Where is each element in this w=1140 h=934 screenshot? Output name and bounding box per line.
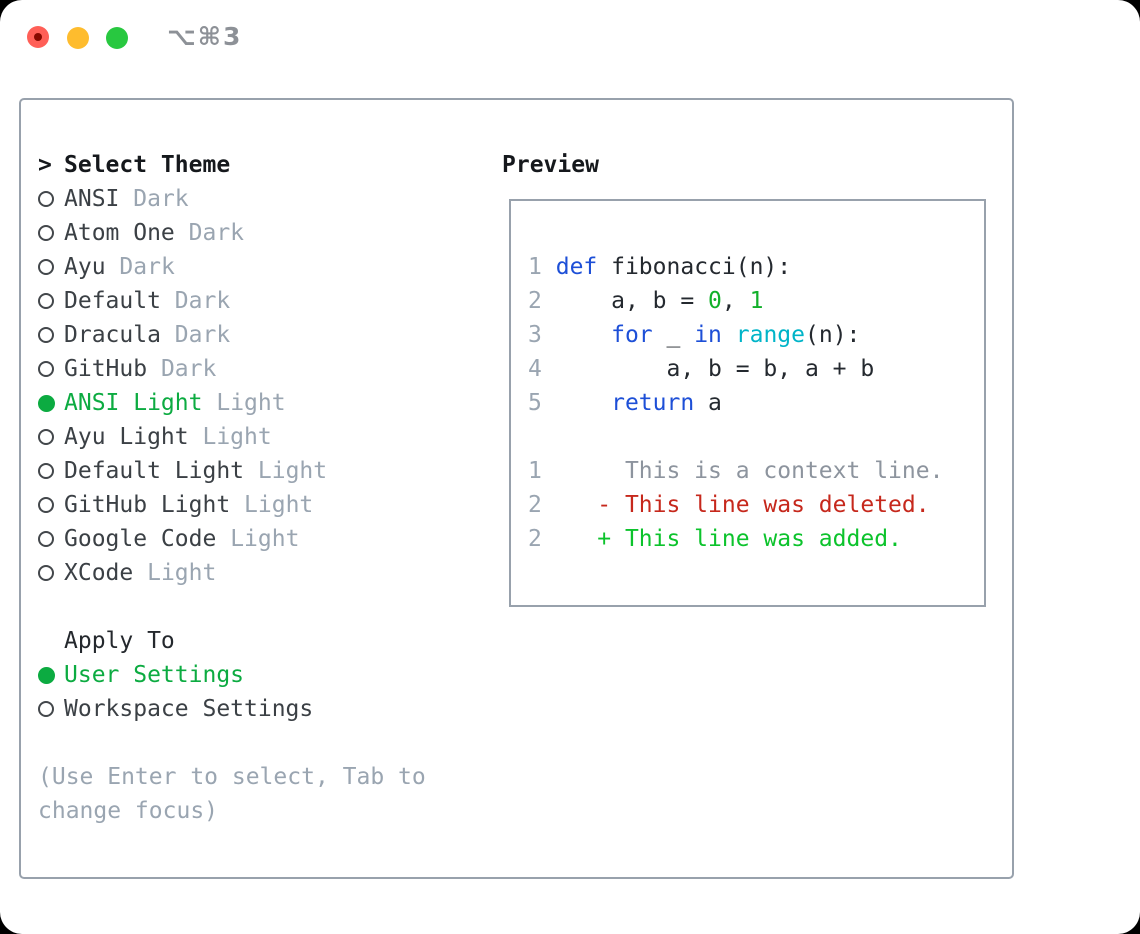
apply-to-title: Apply To (64, 628, 175, 654)
theme-option-google-code-light[interactable]: Google Code Light (38, 522, 478, 556)
window-shortcut-label: ⌥⌘3 (167, 22, 243, 51)
radio-unselected-icon (38, 259, 54, 275)
spacer (38, 590, 478, 624)
theme-name: GitHub Light (64, 492, 231, 518)
radio-unselected-icon (38, 497, 54, 513)
preview-box: 1 def fibonacci(n): 2 a, b = 0, 1 3 for … (509, 199, 986, 607)
radio-unselected-icon (38, 463, 54, 479)
theme-name: ANSI Light (64, 390, 203, 416)
radio-selected-icon (38, 666, 55, 684)
theme-option-github-light[interactable]: GitHub Light Light (38, 488, 478, 522)
radio-selected-icon (38, 394, 55, 412)
theme-variant (119, 186, 133, 212)
radio-unselected-icon (38, 701, 54, 717)
diff-added-line: 2 + This line was added. (528, 526, 902, 552)
preview-title: Preview (502, 152, 599, 178)
theme-option-default-dark[interactable]: Default Dark (38, 284, 478, 318)
theme-variant-label: Light (147, 560, 217, 586)
theme-name: ANSI (64, 186, 120, 212)
theme-variant-label: Light (216, 390, 286, 416)
code-line: 5 return a (528, 390, 722, 416)
diff-deleted-line: 2 - This line was deleted. (528, 492, 930, 518)
theme-variant-label: Light (230, 526, 300, 552)
diff-context-line: 1 This is a context line. (528, 458, 944, 484)
theme-option-dracula-dark[interactable]: Dracula Dark (38, 318, 478, 352)
settings-panel: > Select Theme ANSI Dark Atom One Dark A… (19, 98, 1014, 879)
theme-option-ansi-dark[interactable]: ANSI Dark (38, 182, 478, 216)
radio-unselected-icon (38, 191, 54, 207)
theme-option-github-dark[interactable]: GitHub Dark (38, 352, 478, 386)
code-blank-line (528, 420, 976, 454)
theme-variant-label: Dark (119, 254, 175, 280)
theme-variant-label: Dark (160, 356, 217, 382)
theme-variant-label: Light (257, 458, 328, 484)
code-line: 1 def fibonacci(n): (528, 254, 792, 280)
theme-option-atom-one-dark[interactable]: Atom One Dark (38, 216, 478, 250)
theme-variant-label: Dark (188, 220, 245, 246)
theme-name: Default Light (64, 458, 245, 484)
theme-option-ansi-light[interactable]: ANSI Light Light (38, 386, 478, 420)
theme-option-xcode-light[interactable]: XCode Light (38, 556, 478, 590)
zoom-button[interactable] (106, 27, 128, 49)
theme-option-ayu-light[interactable]: Ayu Light Light (38, 420, 478, 454)
radio-unselected-icon (38, 361, 54, 377)
theme-variant-label: Light (202, 424, 272, 450)
hint-text-line2: change focus) (38, 798, 219, 824)
theme-selector: > Select Theme ANSI Dark Atom One Dark A… (38, 148, 478, 828)
code-preview: 1 def fibonacci(n): 2 a, b = 0, 1 3 for … (528, 250, 976, 556)
apply-option-label: Workspace Settings (64, 696, 314, 722)
theme-list-title: Select Theme (64, 152, 231, 178)
radio-unselected-icon (38, 293, 54, 309)
theme-list-header: > Select Theme (38, 148, 478, 182)
theme-name: GitHub (64, 356, 148, 382)
radio-unselected-icon (38, 327, 54, 343)
theme-variant-label: Dark (174, 322, 231, 348)
theme-name: Default (64, 288, 161, 314)
radio-unselected-icon (38, 565, 54, 581)
theme-name: Ayu Light (64, 424, 189, 450)
apply-option-workspace-settings[interactable]: Workspace Settings (38, 692, 478, 726)
theme-name: Dracula (64, 322, 161, 348)
theme-option-default-light[interactable]: Default Light Light (38, 454, 478, 488)
theme-option-ayu-dark[interactable]: Ayu Dark (38, 250, 478, 284)
code-line: 3 for _ in range(n): (528, 322, 861, 348)
titlebar: ⌥⌘3 (0, 0, 1140, 75)
apply-option-user-settings[interactable]: User Settings (38, 658, 478, 692)
close-button[interactable] (27, 26, 49, 48)
theme-name: Atom One (64, 220, 175, 246)
focus-caret-icon: > (38, 152, 52, 178)
theme-variant-label: Dark (133, 186, 189, 212)
radio-unselected-icon (38, 531, 54, 547)
radio-unselected-icon (38, 429, 54, 445)
theme-name: Google Code (64, 526, 217, 552)
code-line: 2 a, b = 0, 1 (528, 288, 764, 314)
apply-to-header: Apply To (38, 624, 478, 658)
theme-name: XCode (64, 560, 134, 586)
hint-text-line1: (Use Enter to select, Tab to (38, 764, 426, 790)
radio-unselected-icon (38, 225, 54, 241)
close-dot-icon (34, 33, 42, 41)
spacer (38, 726, 478, 760)
minimize-button[interactable] (67, 27, 89, 49)
theme-variant-label: Dark (174, 288, 231, 314)
theme-name: Ayu (64, 254, 106, 280)
theme-variant-label: Light (244, 492, 314, 518)
code-line: 4 a, b = b, a + b (528, 356, 875, 382)
apply-option-label: User Settings (64, 662, 245, 688)
